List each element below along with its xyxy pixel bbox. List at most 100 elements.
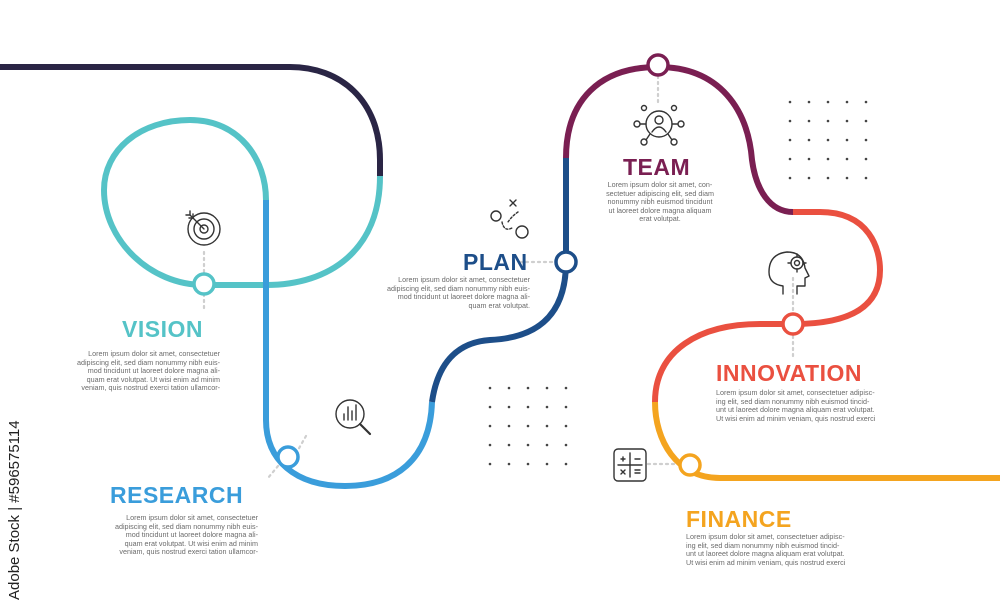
step-title-plan: PLAN xyxy=(463,249,528,275)
dot-grid-top-right xyxy=(788,100,868,180)
grid-dot xyxy=(807,100,811,104)
grid-dot xyxy=(864,157,868,161)
milestone-vision xyxy=(192,272,216,296)
grid-dot xyxy=(807,157,811,161)
grid-dot xyxy=(488,386,492,390)
desc-line: quam erat volutpat. Ut wisi enim ad mini… xyxy=(86,374,220,384)
desc-line: Lorem ipsum dolor sit amet, con- xyxy=(607,180,713,189)
road-segment-plan xyxy=(429,158,569,403)
desc-line: erat volutpat. xyxy=(639,214,681,224)
step-description-plan: Lorem ipsum dolor sit amet, consectetuer… xyxy=(380,275,530,310)
desc-line: unt ut laoreet dolore magna aliquam erat… xyxy=(716,405,875,415)
grid-dot xyxy=(507,462,511,466)
grid-dot xyxy=(526,386,530,390)
grid-dot xyxy=(488,443,492,447)
connector-dots xyxy=(202,74,795,480)
desc-line: adipiscing elit, sed diam nonummy nibh e… xyxy=(76,357,220,367)
grid-dot xyxy=(845,138,849,142)
desc-line: Lorem ipsum dolor sit amet, consectetuer xyxy=(398,275,530,284)
target-icon xyxy=(185,210,221,246)
chart-magnifier-icon xyxy=(335,399,372,436)
desc-line: ut laoreet dolore magna aliquam xyxy=(608,205,712,215)
grid-dot xyxy=(507,386,511,390)
desc-line: mod tincidunt ut laoreet dolore magna al… xyxy=(125,530,258,540)
desc-line: Lorem ipsum dolor sit amet, consectetuer xyxy=(126,513,258,522)
desc-line: mod tincidunt ut laoreet dolore magna al… xyxy=(397,292,530,302)
grid-dot xyxy=(488,462,492,466)
grid-dot xyxy=(507,443,511,447)
step-description-finance: Lorem ipsum dolor sit amet, consectetuer… xyxy=(686,532,856,567)
road-segment-team xyxy=(563,63,794,215)
desc-line: adipiscing elit, sed diam nonummy nibh e… xyxy=(114,521,258,531)
grid-dot xyxy=(788,176,792,180)
grid-dot xyxy=(526,424,530,428)
road-segment-start xyxy=(0,64,383,176)
dot-grid-center xyxy=(488,386,568,466)
grid-dot xyxy=(807,176,811,180)
milestone-plan xyxy=(554,250,578,274)
milestone-finance xyxy=(678,453,702,477)
grid-dot xyxy=(864,138,868,142)
grid-dot xyxy=(564,462,568,466)
desc-line: nonummy nibh euismod tincidunt xyxy=(607,197,713,207)
grid-dot xyxy=(545,405,549,409)
grid-dot xyxy=(826,176,830,180)
strategy-plan-icon xyxy=(490,199,529,239)
calculator-icon xyxy=(613,448,647,482)
desc-line: ing elit, sed diam nonummy nibh euismod … xyxy=(716,396,870,406)
grid-dot xyxy=(545,462,549,466)
grid-dot xyxy=(826,119,830,123)
step-description-research: Lorem ipsum dolor sit amet, consectetuer… xyxy=(108,513,258,557)
grid-dot xyxy=(526,462,530,466)
step-description-team: Lorem ipsum dolor sit amet, con- sectetu… xyxy=(590,180,730,224)
desc-line: mod tincidunt ut laoreet dolore magna al… xyxy=(87,366,220,376)
grid-dot xyxy=(545,424,549,428)
grid-dot xyxy=(826,100,830,104)
grid-dot xyxy=(845,100,849,104)
step-description-vision: Lorem ipsum dolor sit amet, consectetuer… xyxy=(70,349,220,393)
road-segment-finance xyxy=(652,401,1000,481)
grid-dot xyxy=(488,405,492,409)
grid-dot xyxy=(807,138,811,142)
grid-dot xyxy=(864,119,868,123)
grid-dot xyxy=(564,386,568,390)
milestone-research xyxy=(276,445,300,469)
grid-dot xyxy=(788,119,792,123)
road-segment-innovation xyxy=(652,209,884,403)
milestones xyxy=(192,53,805,477)
step-title-research: RESEARCH xyxy=(110,482,244,508)
step-title-finance: FINANCE xyxy=(686,506,792,532)
step-title-innovation: INNOVATION xyxy=(716,360,862,386)
road-segment-vision xyxy=(100,116,383,288)
head-gear-icon xyxy=(768,251,810,295)
grid-dot xyxy=(826,157,830,161)
desc-line: adipiscing elit, sed diam nonummy nibh e… xyxy=(386,283,530,293)
desc-line: Ut wisi enim ad minim veniam, quis nostr… xyxy=(716,413,876,423)
grid-dot xyxy=(845,157,849,161)
grid-dot xyxy=(545,443,549,447)
grid-dot xyxy=(526,405,530,409)
grid-dot xyxy=(507,424,511,428)
grid-dot xyxy=(845,176,849,180)
grid-dot xyxy=(545,386,549,390)
grid-dot xyxy=(564,424,568,428)
desc-line: quam erat volutpat. Ut wisi enim ad mini… xyxy=(124,538,258,548)
grid-dot xyxy=(526,443,530,447)
desc-line: veniam, quis nostrud exerci tation ullam… xyxy=(81,383,220,393)
desc-line: Lorem ipsum dolor sit amet, consectetuer… xyxy=(716,388,875,397)
grid-dot xyxy=(788,100,792,104)
grid-dot xyxy=(826,138,830,142)
road-segment-research xyxy=(263,200,435,490)
grid-dot xyxy=(488,424,492,428)
step-title-team: TEAM xyxy=(623,154,691,180)
grid-dot xyxy=(788,138,792,142)
team-network-icon xyxy=(633,104,685,146)
grid-dot xyxy=(564,443,568,447)
milestone-innovation xyxy=(781,312,805,336)
desc-line: unt ut laoreet dolore magna aliquam erat… xyxy=(686,549,845,559)
desc-line: sectetuer adipiscing elit, sed diam xyxy=(606,188,714,198)
desc-line: Lorem ipsum dolor sit amet, consectetuer xyxy=(88,349,220,358)
desc-line: quam erat volutpat. xyxy=(468,300,530,310)
grid-dot xyxy=(845,119,849,123)
